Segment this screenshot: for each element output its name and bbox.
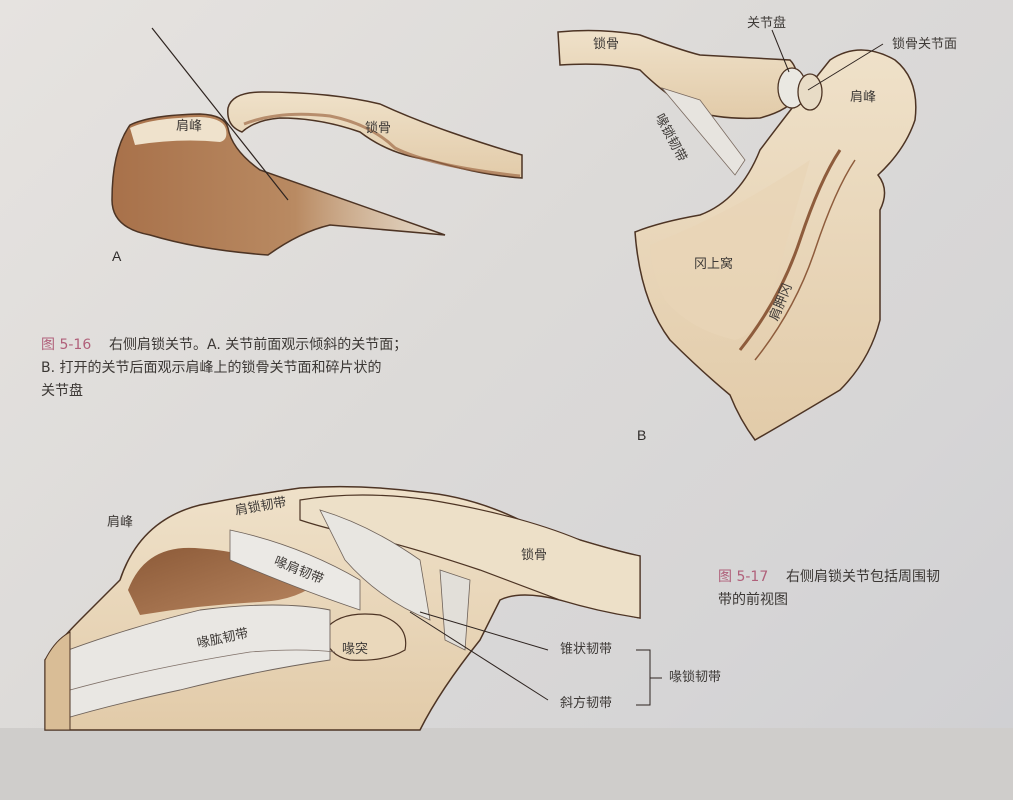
caption-line-1: 右侧肩锁关节。A. 关节前面观示倾斜的关节面； [109, 337, 408, 353]
figure-number-5-16: 图 5-16 [41, 337, 92, 353]
label-clavicular-facet: 锁骨关节面 [892, 37, 958, 52]
panel-letter-b: B [637, 427, 647, 443]
label-clavicle-a: 锁骨 [365, 121, 392, 136]
caption-5-17-line-1: 右侧肩锁关节包括周围韧 [786, 569, 941, 585]
figure-number-5-17: 图 5-17 [718, 569, 769, 585]
label-clavicle-17: 锁骨 [521, 548, 548, 563]
figure-5-17-illustration [44, 485, 662, 731]
caption-line-2: B. 打开的关节后面观示肩峰上的锁骨关节面和碎片状的 [41, 360, 382, 376]
label-acromion-b: 肩峰 [850, 90, 877, 105]
panel-letter-a: A [112, 248, 122, 264]
caption-5-17-line-2: 带的前视图 [718, 592, 788, 608]
figure-5-16-caption: 图 5-16 右侧肩锁关节。A. 关节前面观示倾斜的关节面； B. 打开的关节后… [41, 334, 511, 403]
page-bottom-shadow [0, 728, 1013, 800]
figure-5-16-panel-b [557, 29, 917, 441]
figure-5-16-panel-a [111, 27, 523, 256]
label-coracoid-process: 喙突 [342, 642, 369, 657]
caption-line-3: 关节盘 [41, 383, 83, 399]
figure-5-17-caption: 图 5-17 右侧肩锁关节包括周围韧 带的前视图 [718, 566, 1008, 612]
label-supraspinous-fossa: 冈上窝 [694, 257, 734, 272]
label-trapezoid-ligament: 斜方韧带 [560, 696, 613, 711]
label-articular-disc: 关节盘 [747, 16, 787, 31]
label-acromion-a: 肩峰 [176, 119, 203, 134]
label-clavicle-b: 锁骨 [593, 37, 620, 52]
label-coracoclavicular-ligament-17: 喙锁韧带 [669, 670, 722, 685]
label-conoid-ligament: 锥状韧带 [560, 642, 613, 657]
label-acromion-17: 肩峰 [107, 515, 134, 530]
